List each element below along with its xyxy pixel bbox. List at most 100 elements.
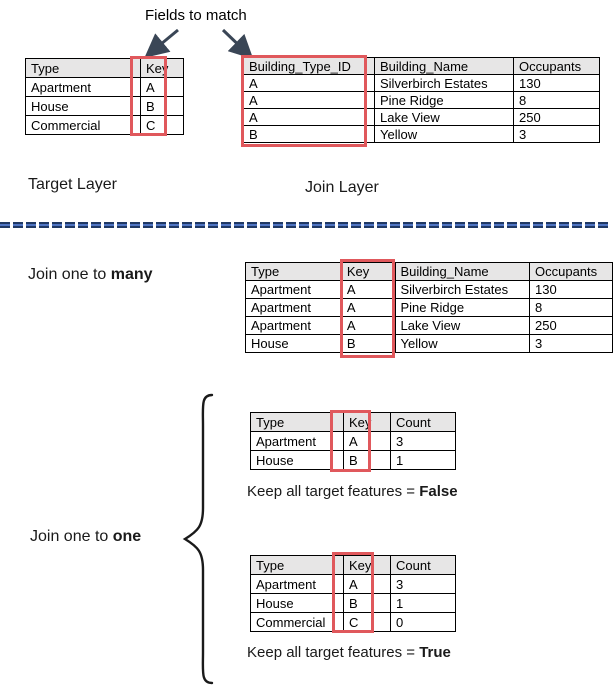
join-layer-label: Join Layer: [305, 179, 379, 196]
table-cell: Apartment: [245, 298, 342, 317]
target-layer-label: Target Layer: [28, 176, 117, 193]
column-header: Count: [390, 412, 456, 432]
table-cell: B: [343, 593, 391, 613]
table-cell: Yellow: [394, 334, 530, 353]
label-bold-word: many: [110, 266, 153, 283]
table-cell: 0: [390, 612, 456, 632]
table-cell: A: [340, 316, 396, 335]
join-one-to-one-label: Join one to one: [30, 528, 141, 546]
table-cell: House: [250, 450, 344, 470]
table-cell: B: [343, 450, 391, 470]
table-cell: 3: [390, 431, 456, 451]
table-cell: 3: [513, 125, 600, 143]
caption-bold-value: False: [419, 483, 458, 500]
table-cell: B: [340, 334, 396, 353]
column-header: Type: [250, 555, 344, 575]
column-header: Key: [343, 412, 391, 432]
label-bold-word: one: [112, 528, 142, 545]
table-cell: Silverbirch Estates: [394, 280, 530, 299]
table-cell: Apartment: [25, 77, 141, 97]
table-cell: House: [250, 593, 344, 613]
column-header: Type: [25, 58, 141, 78]
table-cell: 250: [529, 316, 613, 335]
table-cell: 8: [529, 298, 613, 317]
column-header: Type: [245, 262, 342, 281]
arrow-left-icon: [144, 28, 179, 58]
table-cell: A: [243, 91, 375, 109]
table-cell: Apartment: [245, 280, 342, 299]
column-header: Building_Name: [394, 262, 530, 281]
table-cell: A: [340, 280, 396, 299]
table-cell: Silverbirch Estates: [374, 74, 514, 92]
fields-to-match-arrows: [144, 28, 254, 60]
table-cell: B: [140, 96, 184, 116]
table-cell: A: [243, 74, 375, 92]
caption-text: Keep all target features =: [247, 483, 420, 500]
label-text: Join one to: [28, 266, 111, 283]
table-cell: C: [140, 115, 184, 135]
column-header: Key: [343, 555, 391, 575]
table-cell: Apartment: [245, 316, 342, 335]
table-cell: 130: [513, 74, 600, 92]
table-cell: Commercial: [25, 115, 141, 135]
table-cell: Pine Ridge: [374, 91, 514, 109]
column-header: Occupants: [513, 57, 600, 75]
arrow-right-icon: [221, 28, 254, 60]
table-cell: A: [340, 298, 396, 317]
table-cell: B: [243, 125, 375, 143]
table-cell: A: [343, 574, 391, 594]
table-cell: 1: [390, 450, 456, 470]
column-header: Occupants: [529, 262, 613, 281]
table-cell: A: [343, 431, 391, 451]
section-divider: [0, 222, 611, 228]
caption-text: Keep all target features =: [247, 644, 420, 661]
keep-true-caption: Keep all target features = True: [247, 644, 451, 661]
column-header: Building_Type_ID: [243, 57, 375, 75]
label-text: Join one to: [30, 528, 113, 545]
table-cell: A: [140, 77, 184, 97]
caption-bold-value: True: [419, 644, 451, 661]
table-cell: House: [245, 334, 342, 353]
column-header: Count: [390, 555, 456, 575]
column-header: Type: [250, 412, 344, 432]
table-cell: A: [243, 108, 375, 126]
join-one-to-many-label: Join one to many: [28, 266, 153, 284]
table-cell: 250: [513, 108, 600, 126]
table-cell: Lake View: [394, 316, 530, 335]
table-cell: Lake View: [374, 108, 514, 126]
column-header: Key: [140, 58, 184, 78]
keep-false-caption: Keep all target features = False: [247, 483, 458, 500]
table-cell: Yellow: [374, 125, 514, 143]
table-cell: 3: [390, 574, 456, 594]
table-cell: Apartment: [250, 431, 344, 451]
table-cell: 3: [529, 334, 613, 353]
table-cell: C: [343, 612, 391, 632]
table-cell: House: [25, 96, 141, 116]
table-cell: Pine Ridge: [394, 298, 530, 317]
table-cell: Commercial: [250, 612, 344, 632]
